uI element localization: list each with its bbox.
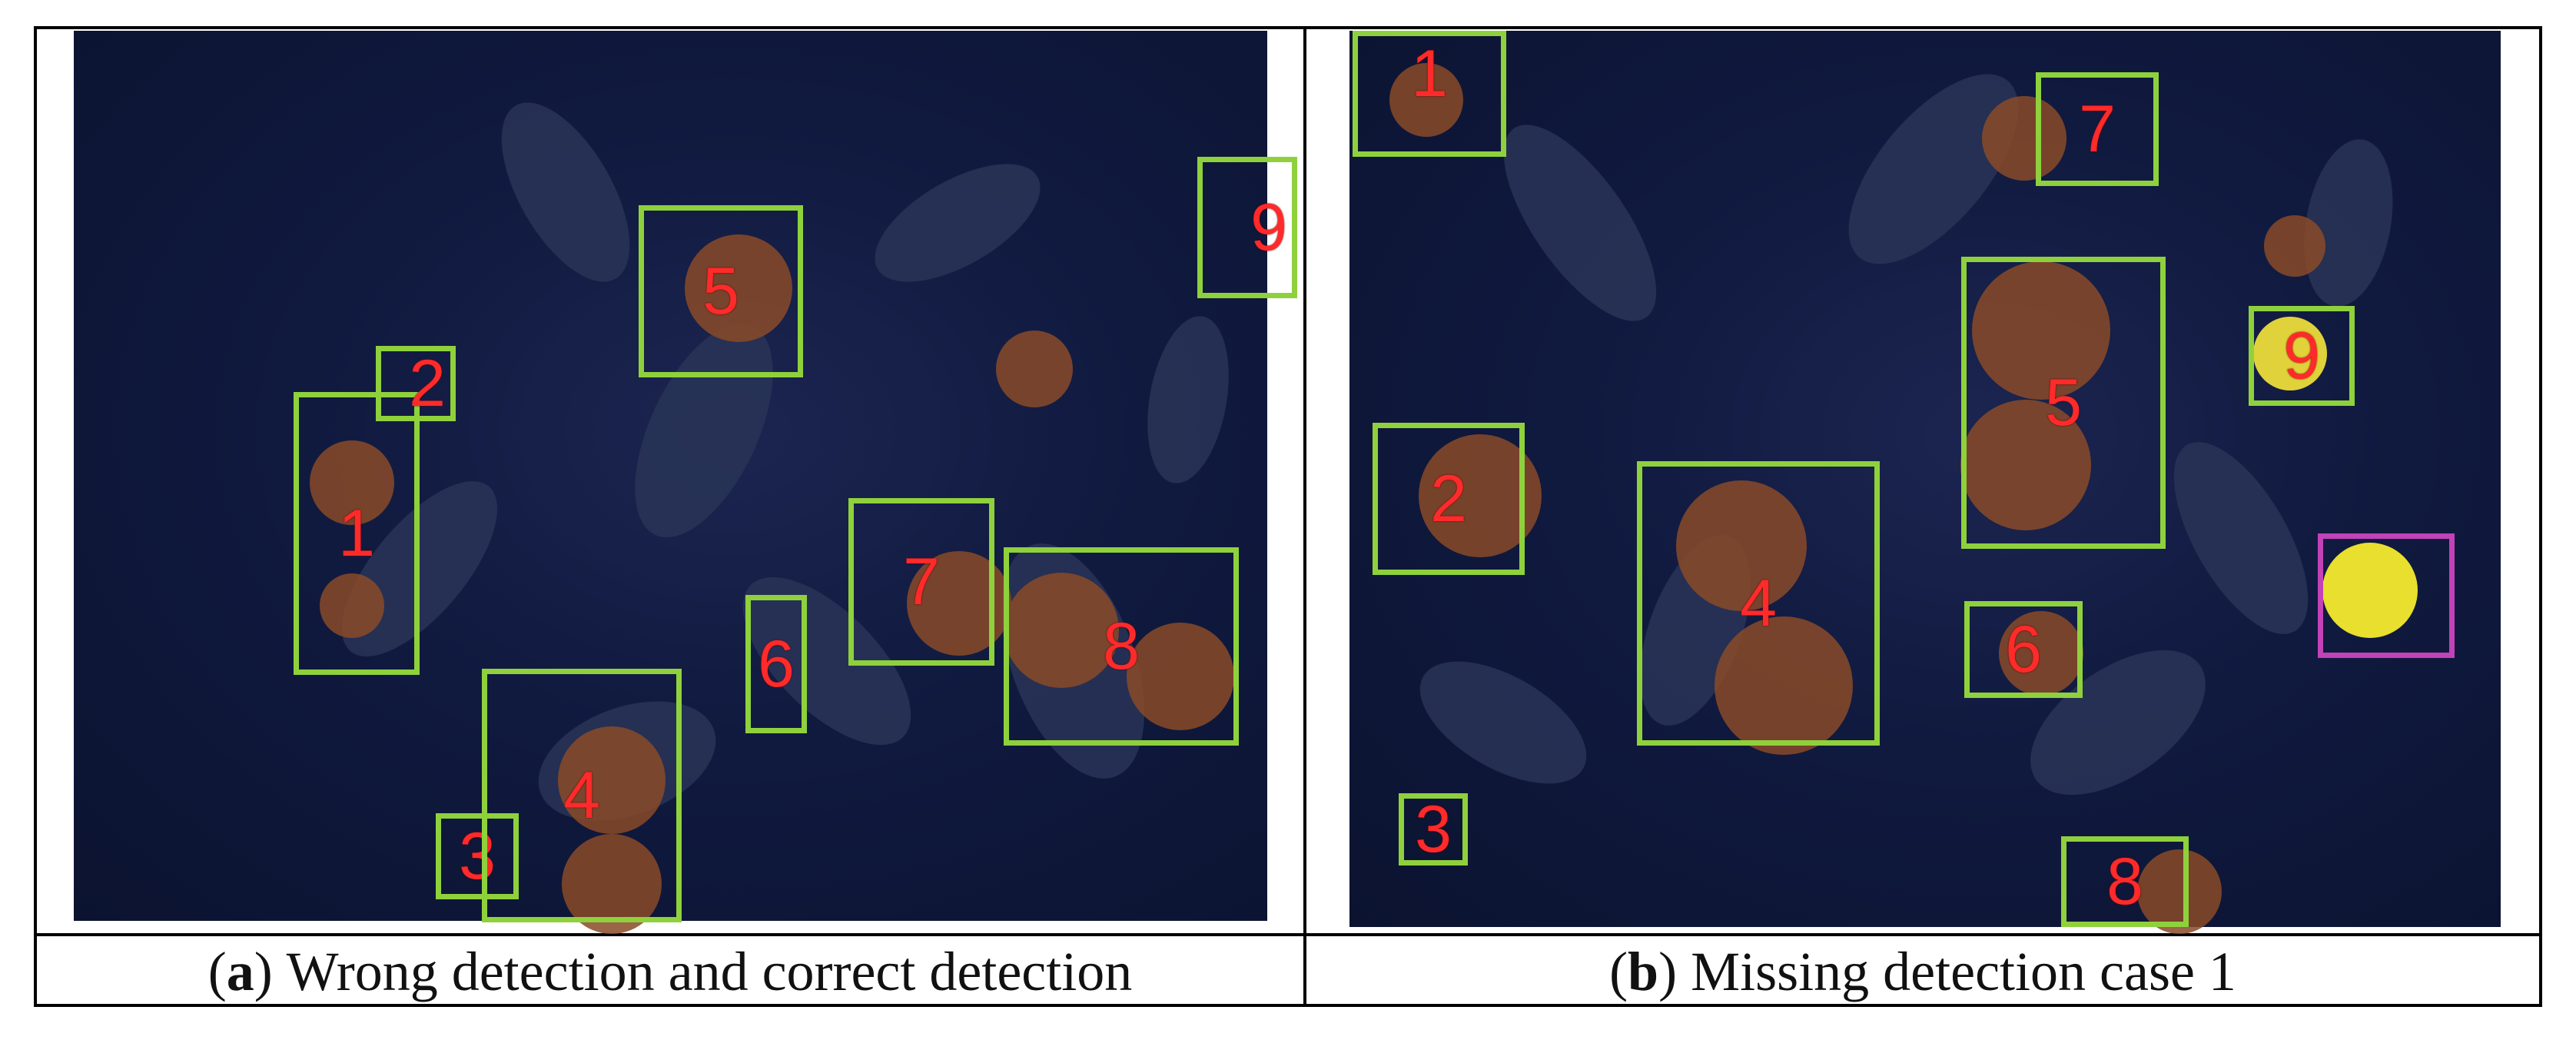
box-label: 3 [1415,792,1452,866]
detection-box: 1 [294,392,420,675]
caption-b: (b) Missing detection case 1 [1609,940,2236,1002]
box-label: 3 [459,819,496,893]
detection-box: 8 [1004,547,1239,746]
box-label: 5 [702,254,739,328]
box-label: 2 [409,347,446,420]
detection-box: 4 [482,669,682,922]
panel-b-scene [1389,63,2418,934]
box-label [2323,539,2449,653]
detection-box: 7 [848,498,994,666]
box-label: 9 [1250,191,1287,264]
box-label: 1 [338,497,375,570]
panel-b-image: 1 2 3 4 5 6 7 8 9 [1349,31,2501,934]
box-label: 9 [2283,319,2320,393]
detection-box: 4 [1637,461,1880,746]
detection-box: 2 [1373,423,1525,575]
detection-box: 8 [2061,836,2189,927]
caption-a: (a) Wrong detection and correct detectio… [207,940,1133,1002]
caption-a-letter: a [226,940,254,1002]
missed-detection-box [2318,533,2455,658]
figure-table: 1 2 3 4 5 6 7 8 9 [34,26,2542,1007]
box-label: 7 [2079,92,2116,166]
detection-box: 5 [639,205,803,377]
box-label: 2 [1430,462,1467,536]
box-label: 6 [2005,613,2042,686]
detection-box: 6 [1964,601,2083,698]
caption-b-text: Missing detection case 1 [1691,940,2236,1002]
detection-box: 9 [1197,157,1297,298]
detection-box: 3 [1399,793,1468,866]
box-label: 4 [563,759,600,832]
box-label: 8 [2106,845,2143,919]
box-label: 8 [1103,610,1140,683]
box-label: 4 [1740,567,1777,640]
panel-a-image: 1 2 3 4 5 6 7 8 9 [74,31,1297,934]
detection-box: 2 [376,346,456,421]
caption-b-letter: b [1628,940,1659,1002]
box-label: 1 [1411,37,1448,111]
box-label: 5 [2045,366,2082,440]
detection-box: 3 [436,813,519,899]
detection-box: 9 [2249,306,2355,406]
panel-a-scene [310,102,1234,934]
detection-box: 6 [745,595,807,733]
detection-box: 1 [1353,31,1506,157]
detection-box: 7 [2036,72,2159,186]
caption-a-text: Wrong detection and correct detection [286,940,1133,1002]
box-label: 6 [758,627,795,701]
box-label: 7 [903,545,940,619]
table-divider-vertical [1303,29,1306,1004]
table-divider-horizontal [37,933,2539,936]
detection-box: 5 [1961,257,2166,549]
